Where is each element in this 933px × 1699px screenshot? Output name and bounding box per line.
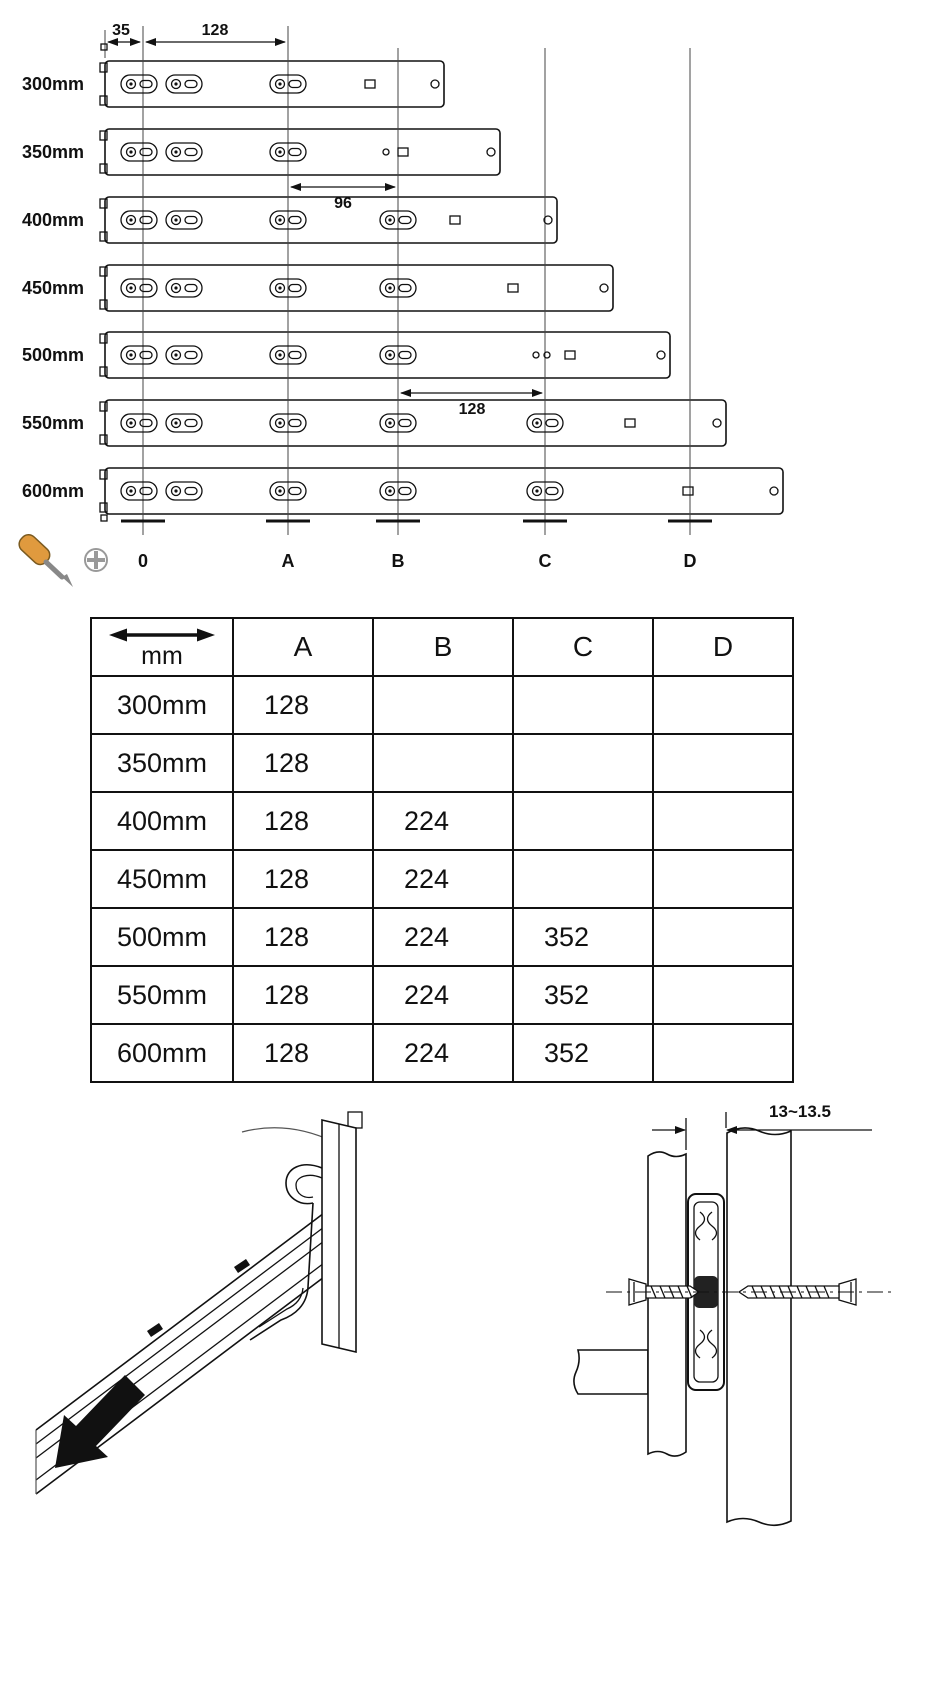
dimension-annotations: 35 128 96 128: [107, 22, 543, 418]
cell-b: 224: [372, 849, 514, 909]
slide-label-400: 400mm: [22, 210, 84, 230]
phillips-screw-icon: [84, 548, 108, 572]
slide-perspective-illustration: [35, 1111, 363, 1495]
cell-b: [372, 733, 514, 793]
slide-row-500: [99, 331, 671, 379]
rear-bracket: [321, 1111, 363, 1354]
slide-length-labels: 300mm 350mm 400mm 450mm 500mm 550mm 600m…: [22, 74, 84, 501]
dim-35-label: 35: [112, 22, 130, 39]
table-row-300: 300mm 128: [90, 675, 794, 735]
table-row-450: 450mm 128 224: [90, 849, 794, 909]
cell-a: 128: [232, 733, 374, 793]
drawer-side-panel: [647, 1151, 687, 1457]
screwdriver-icon: [18, 533, 73, 587]
cell-c: 352: [512, 1023, 654, 1083]
cell-b: 224: [372, 1023, 514, 1083]
dim-96-label: 96: [334, 195, 352, 212]
table-row-400: 400mm 128 224: [90, 791, 794, 851]
row-length: 450mm: [90, 849, 234, 909]
cell-b: 224: [372, 907, 514, 967]
cell-b: 224: [372, 791, 514, 851]
cell-a: 128: [232, 907, 374, 967]
axis-label-0: 0: [138, 551, 148, 571]
cell-d: [652, 907, 794, 967]
cell-b: [372, 675, 514, 735]
cell-d: [652, 965, 794, 1025]
slide-row-450: [99, 264, 614, 312]
table-row-600: 600mm 128 224 352: [90, 1023, 794, 1083]
axis-labels: 0 A B C D: [138, 551, 697, 571]
row-length: 300mm: [90, 675, 234, 735]
axis-label-a: A: [282, 551, 295, 571]
cell-a: 128: [232, 675, 374, 735]
dim-128-top-label: 128: [202, 22, 229, 39]
axis-label-b: B: [392, 551, 405, 571]
col-header-d: D: [652, 617, 794, 677]
slide-label-350: 350mm: [22, 142, 84, 162]
hook-bracket: [249, 1164, 323, 1341]
hole-spacing-table: mm A B C D 300mm 128 350mm 128: [90, 617, 794, 1083]
slide-row-550: [99, 399, 727, 447]
table-row-500: 500mm 128 224 352: [90, 907, 794, 967]
gap-dimension-label: 13~13.5: [769, 1102, 831, 1121]
drawer-bottom-panel: [573, 1349, 649, 1395]
slide-label-450: 450mm: [22, 278, 84, 298]
cell-d: [652, 675, 794, 735]
slide-hole-patterns: [120, 74, 779, 501]
cabinet-side-panel: [726, 1127, 792, 1527]
slide-label-600: 600mm: [22, 481, 84, 501]
axis-label-c: C: [539, 551, 552, 571]
cell-a: 128: [232, 849, 374, 909]
dim-128-mid-label: 128: [459, 401, 486, 418]
cell-d: [652, 791, 794, 851]
slide-label-500: 500mm: [22, 345, 84, 365]
col-header-b: B: [372, 617, 514, 677]
slide-row-600: [99, 467, 784, 515]
table-row-550: 550mm 128 224 352: [90, 965, 794, 1025]
col-header-a: A: [232, 617, 374, 677]
unit-label: mm: [141, 641, 183, 670]
reference-lines: [100, 26, 712, 535]
cell-b: 224: [372, 965, 514, 1025]
row-length: 500mm: [90, 907, 234, 967]
cell-d: [652, 849, 794, 909]
axis-label-d: D: [684, 551, 697, 571]
slide-bodies: [99, 60, 784, 515]
cell-c: 352: [512, 907, 654, 967]
slide-row-400: [99, 196, 558, 244]
cell-d: [652, 1023, 794, 1083]
unit-header-cell: mm: [90, 617, 234, 677]
row-length: 550mm: [90, 965, 234, 1025]
left-right-arrow-icon: [109, 628, 215, 642]
cell-c: 352: [512, 965, 654, 1025]
cell-c: [512, 675, 654, 735]
slide-row-350: [99, 128, 501, 176]
slide-label-550: 550mm: [22, 413, 84, 433]
cell-a: 128: [232, 965, 374, 1025]
cell-c: [512, 733, 654, 793]
cell-a: 128: [232, 791, 374, 851]
row-length: 400mm: [90, 791, 234, 851]
table-row-350: 350mm 128: [90, 733, 794, 793]
cell-a: 128: [232, 1023, 374, 1083]
slide-label-300: 300mm: [22, 74, 84, 94]
hole-spacing-table-wrap: mm A B C D 300mm 128 350mm 128: [90, 617, 794, 1083]
table-header-row: mm A B C D: [90, 617, 794, 677]
pull-direction-arrow: [55, 1375, 145, 1468]
cell-d: [652, 733, 794, 793]
cell-c: [512, 849, 654, 909]
rail-top-lip: [241, 1127, 335, 1143]
gap-dimension: 13~13.5: [652, 1102, 872, 1150]
row-length: 600mm: [90, 1023, 234, 1083]
row-length: 350mm: [90, 733, 234, 793]
mounting-cross-section: 13~13.5: [573, 1102, 893, 1527]
col-header-c: C: [512, 617, 654, 677]
cell-c: [512, 791, 654, 851]
slides-diagram: 300mm 350mm 400mm 450mm 500mm 550mm 600m…: [18, 22, 784, 587]
slide-row-300: [99, 60, 445, 108]
